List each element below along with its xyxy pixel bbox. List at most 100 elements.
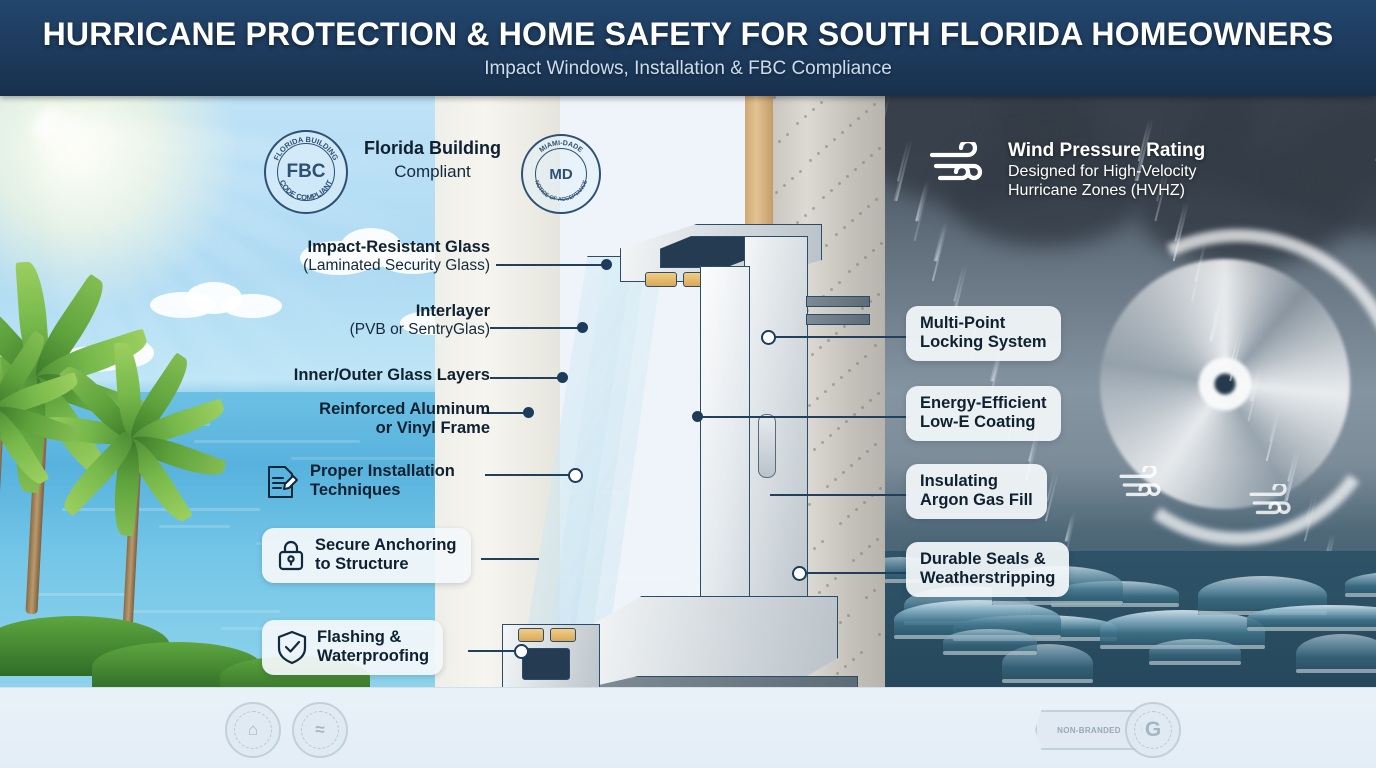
callout-subtitle: (PVB or SentryGlas): [349, 321, 490, 339]
aggregate-speck: [864, 355, 867, 358]
wind-icon: [1119, 466, 1161, 497]
wind-seal-glyph: ≈: [301, 711, 339, 749]
aggregate-speck: [813, 448, 816, 451]
callout-title: Proper Installation: [310, 462, 455, 480]
aggregate-speck: [813, 547, 816, 550]
leader-dot: [568, 468, 583, 483]
structural-anchor: [806, 296, 870, 307]
cloud: [222, 294, 282, 318]
leader-line: [770, 336, 910, 338]
leader-dot: [692, 411, 703, 422]
svg-text:CODE COMPLIANT: CODE COMPLIANT: [278, 178, 335, 202]
wind-icon: [929, 142, 983, 181]
callout-impact-resistant-glass: Impact-Resistant Glass (Laminated Securi…: [150, 238, 490, 275]
aggregate-speck: [855, 508, 858, 511]
footer-bar: ⌂ ≈ NON-BRANDED G: [0, 687, 1376, 768]
callout-title: Secure Anchoring: [315, 536, 457, 554]
storm-cloud: [945, 136, 1145, 246]
aggregate-speck: [812, 207, 815, 210]
miami-dade-noa-badge: MD MIAMI-DADE NOTICE OF ACCEPTANCE: [521, 134, 601, 214]
aggregate-speck: [832, 383, 835, 386]
aggregate-speck: [880, 242, 883, 245]
callout-secure-anchoring: Secure Anchoring to Structure: [262, 528, 471, 583]
callout-interlayer: Interlayer (PVB or SentryGlas): [150, 302, 490, 339]
fbc-arc-top: FLORIDA BUILDING: [272, 135, 341, 162]
aggregate-speck: [818, 591, 821, 594]
aggregate-speck: [879, 487, 882, 490]
aggregate-speck: [822, 196, 825, 199]
aggregate-speck: [877, 392, 880, 395]
aggregate-speck: [835, 332, 838, 335]
aggregate-speck: [842, 471, 845, 474]
aggregate-speck: [825, 145, 828, 148]
callout-title: Flashing &: [317, 628, 402, 646]
sea-highlight: [388, 474, 480, 477]
lock-icon: [278, 541, 304, 571]
wave-foam: [1247, 627, 1376, 631]
aggregate-speck: [796, 221, 799, 224]
callout-line1: Durable Seals &: [920, 550, 1046, 568]
leader-dot: [557, 372, 568, 383]
aggregate-speck: [844, 665, 847, 668]
leader-dot: [601, 259, 612, 270]
aggregate-speck: [808, 503, 811, 506]
aggregate-speck: [837, 427, 840, 430]
aggregate-speck: [851, 219, 854, 222]
aggregate-speck: [826, 485, 829, 488]
miami-dade-arc-bottom: NOTICE OF ACCEPTANCE: [533, 179, 589, 203]
callout-multi-point-locking: Multi-Point Locking System: [906, 306, 1061, 361]
wave-foam: [943, 651, 1037, 655]
aggregate-speck: [799, 170, 802, 173]
building-seal-glyph: ⌂: [234, 711, 272, 749]
wind-pressure-line2: Hurricane Zones (HVHZ): [1008, 182, 1185, 200]
callout-subtitle: Waterproofing: [317, 647, 430, 666]
callout-argon-gas-fill: Insulating Argon Gas Fill: [906, 464, 1047, 519]
miami-dade-abbr: MD: [549, 165, 573, 183]
aggregate-speck: [876, 538, 879, 541]
multipoint-lock-handle: [758, 414, 776, 478]
wave: [1296, 634, 1376, 673]
sea-highlight: [159, 525, 230, 528]
sill-chamber: [522, 648, 570, 680]
aggregate-speck: [852, 559, 855, 562]
aggregate-speck: [873, 589, 876, 592]
svg-text:NOTICE OF ACCEPTANCE: NOTICE OF ACCEPTANCE: [533, 179, 589, 203]
aggregate-speck: [856, 362, 859, 365]
aggregate-speck: [875, 198, 878, 201]
wave: [1247, 605, 1376, 631]
sea-highlight: [291, 457, 510, 460]
aggregate-speck: [878, 147, 881, 150]
callout-line2: Argon Gas Fill: [920, 491, 1033, 510]
leader-line: [770, 494, 910, 496]
aggregate-speck: [786, 133, 789, 136]
wind-pressure-line1: Designed for High-Velocity: [1008, 163, 1197, 180]
wind-pressure-rating-block: Wind Pressure Rating Designed for High-V…: [1008, 140, 1205, 200]
leader-dot: [514, 644, 529, 659]
wave: [1149, 639, 1241, 665]
aggregate-speck: [830, 288, 833, 291]
argon-gas-pocket: [645, 272, 677, 287]
aggregate-speck: [821, 441, 824, 444]
aggregate-speck: [869, 300, 872, 303]
aggregate-speck: [868, 545, 871, 548]
aggregate-speck: [821, 540, 824, 543]
scene: FBC FLORIDA BUILDING CODE COMPLIANT Flor…: [0, 96, 1376, 687]
callout-flashing-waterproofing: Flashing & Waterproofing: [262, 620, 444, 675]
aggregate-speck: [858, 457, 861, 460]
aggregate-speck: [878, 633, 881, 636]
aggregate-speck: [838, 182, 841, 185]
aggregate-speck: [808, 404, 811, 407]
building-seal: ⌂: [225, 702, 281, 758]
aggregate-speck: [796, 122, 799, 125]
aggregate-speck: [874, 443, 877, 446]
callout-subtitle: Techniques: [310, 481, 401, 500]
g-guarantee-seal: G: [1125, 702, 1181, 758]
wave-foam: [1051, 603, 1179, 607]
aggregate-speck: [859, 212, 862, 215]
miami-dade-arc-top: MIAMI-DADE: [538, 140, 584, 154]
aggregate-speck: [835, 233, 838, 236]
leader-line: [800, 572, 910, 574]
aggregate-speck: [846, 175, 849, 178]
svg-text:MIAMI-DADE: MIAMI-DADE: [538, 140, 584, 154]
